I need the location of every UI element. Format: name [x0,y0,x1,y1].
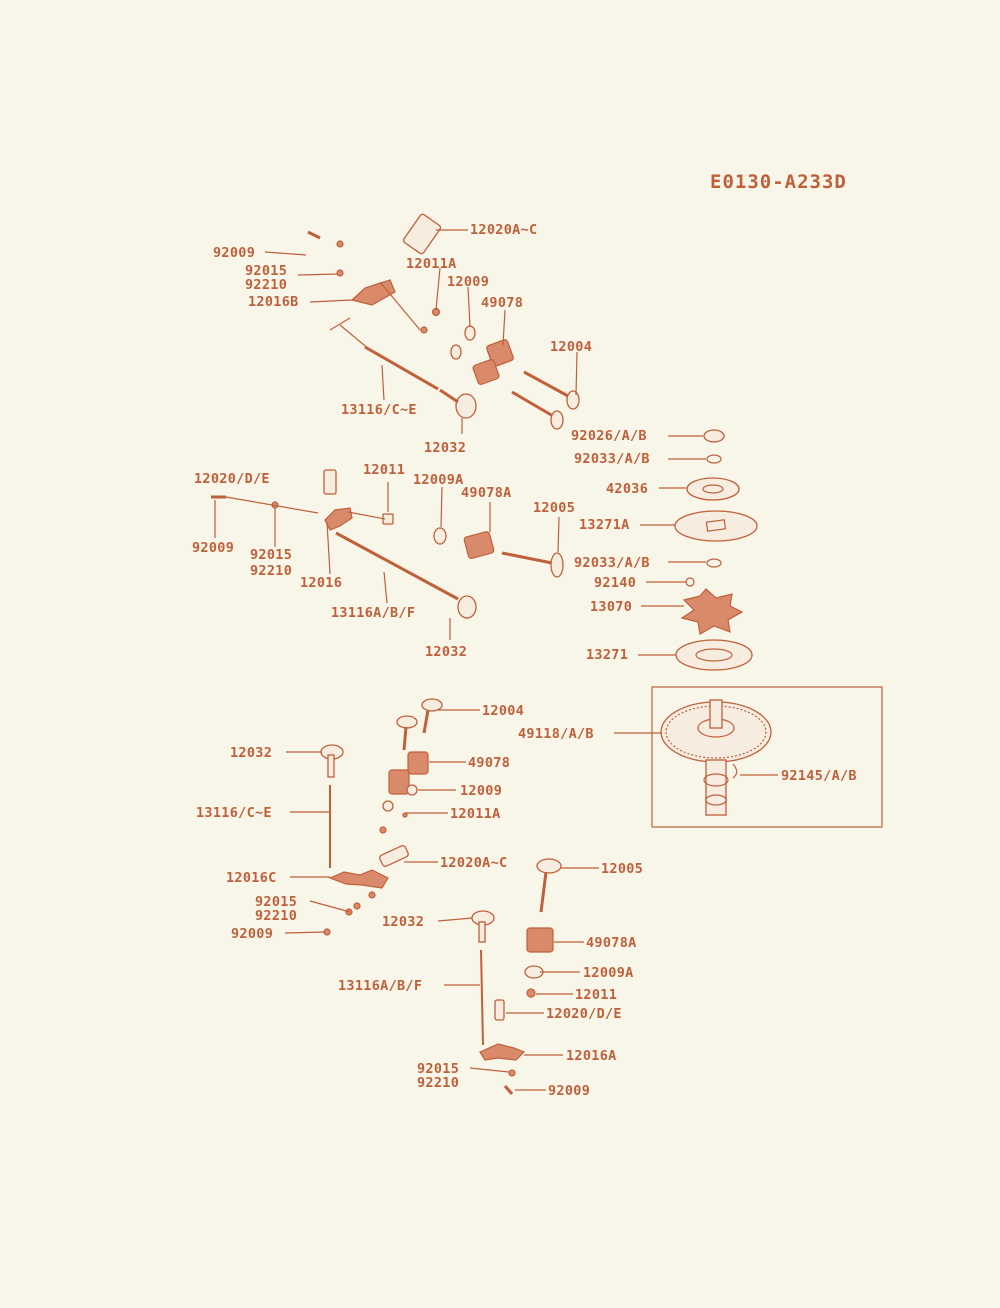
label-12011-lower: 12011 [575,987,617,1003]
label-12020de-mid: 12020/D/E [194,471,270,487]
label-42036: 42036 [606,481,648,497]
label-92009-top: 92009 [213,245,255,261]
label-12011a-top: 12011A [406,256,457,272]
label-13116ce-lower: 13116/C~E [196,805,272,821]
label-12011a-lower: 12011A [450,806,501,822]
weight-13070-part [680,588,744,635]
label-92210-top: 92210 [245,277,287,293]
middle-rocker-assembly [211,469,564,640]
label-92210-lower-left: 92210 [255,908,297,924]
top-rocker-assembly [264,213,580,434]
label-12004-top: 12004 [550,339,592,355]
valve-12005-lower-part [536,858,562,874]
label-92009-lower-left: 92009 [231,926,273,942]
label-49078a-lower: 49078A [586,935,637,951]
label-92009-mid: 92009 [192,540,234,556]
label-13070: 13070 [590,599,632,615]
label-92210-mid: 92210 [250,563,292,579]
label-13116ce-top: 13116/C~E [341,402,417,418]
valve-12032-top-part [455,393,477,419]
spring-49078-top-part [486,339,514,367]
rocker-arm-12016c-part [328,869,389,889]
label-12009-top: 12009 [447,274,489,290]
oring-92033-bottom-part [706,558,722,568]
diagram-code: E0130-A233D [710,171,847,193]
right-stack [638,429,758,671]
plate-13271a-part [674,510,758,542]
rocker-arm-12016-part [324,507,353,531]
label-49078-lower: 49078 [468,755,510,771]
rocker-arm-12016a-part [479,1043,526,1061]
plate-13271-part [675,639,753,671]
part-labels: 12020A~C 92009 12011A 92015 92210 12009 … [192,222,857,1099]
label-12009a-mid: 12009A [413,472,464,488]
label-92033ab-top: 92033/A/B [574,451,650,467]
label-12032-mid: 12032 [425,644,467,660]
label-92015-mid: 92015 [250,547,292,563]
camshaft-assembly [614,686,883,828]
label-12016b: 12016B [248,294,299,310]
camshaft-box [651,686,883,828]
lower-rocker-assembly [284,698,599,1095]
ball-92140-part [685,577,695,587]
label-12009a-lower: 12009A [583,965,634,981]
label-13271: 13271 [586,647,628,663]
label-92140: 92140 [594,575,636,591]
label-49118ab: 49118/A/B [518,726,594,742]
oring-92033-top-part [706,454,722,464]
label-12011-mid: 12011 [363,462,405,478]
label-12016c: 12016C [226,870,277,886]
label-12005-mid: 12005 [533,500,575,516]
label-92033ab-bottom: 92033/A/B [574,555,650,571]
spring-49078-lower-part [407,751,429,775]
label-12009-lower: 12009 [460,783,502,799]
spring-49078a-part [463,531,495,559]
pivot-12020-lower-part [379,844,409,868]
label-13116abf-mid: 13116A/B/F [331,605,415,621]
label-49078-top: 49078 [481,295,523,311]
label-92015-top: 92015 [245,263,287,279]
pivot-12020-part [402,213,442,255]
label-12020ac-top: 12020A~C [470,222,537,238]
seal-92026-part [703,429,725,443]
label-12020de-lower: 12020/D/E [546,1006,622,1022]
label-12005-lower: 12005 [601,861,643,877]
valve-12005-mid-part [550,552,564,578]
label-12020ac-lower: 12020A~C [440,855,507,871]
label-92015-lower-left: 92015 [255,894,297,910]
label-92009-lower-right: 92009 [548,1083,590,1099]
label-92210-lower-right: 92210 [417,1075,459,1091]
label-13116abf-lower: 13116A/B/F [338,978,422,994]
label-92145ab: 92145/A/B [781,768,857,784]
label-13271a: 13271A [579,517,630,533]
label-49078a-mid: 49078A [461,485,512,501]
label-92015-lower-right: 92015 [417,1061,459,1077]
valve-12032-mid-part [457,595,477,619]
spring-49078a-lower-part [526,927,554,953]
label-12016a: 12016A [566,1048,617,1064]
label-12016: 12016 [300,575,342,591]
pivot-12020de-part [323,469,337,495]
valve-12004-top-part [566,390,580,410]
label-12032-top: 12032 [424,440,466,456]
label-12032-lower-right: 12032 [382,914,424,930]
label-92026ab: 92026/A/B [571,428,647,444]
valve-12004-lower-part [396,715,418,729]
label-12004-lower: 12004 [482,703,524,719]
label-12032-lower-left: 12032 [230,745,272,761]
bearing-42036-part [686,477,740,501]
